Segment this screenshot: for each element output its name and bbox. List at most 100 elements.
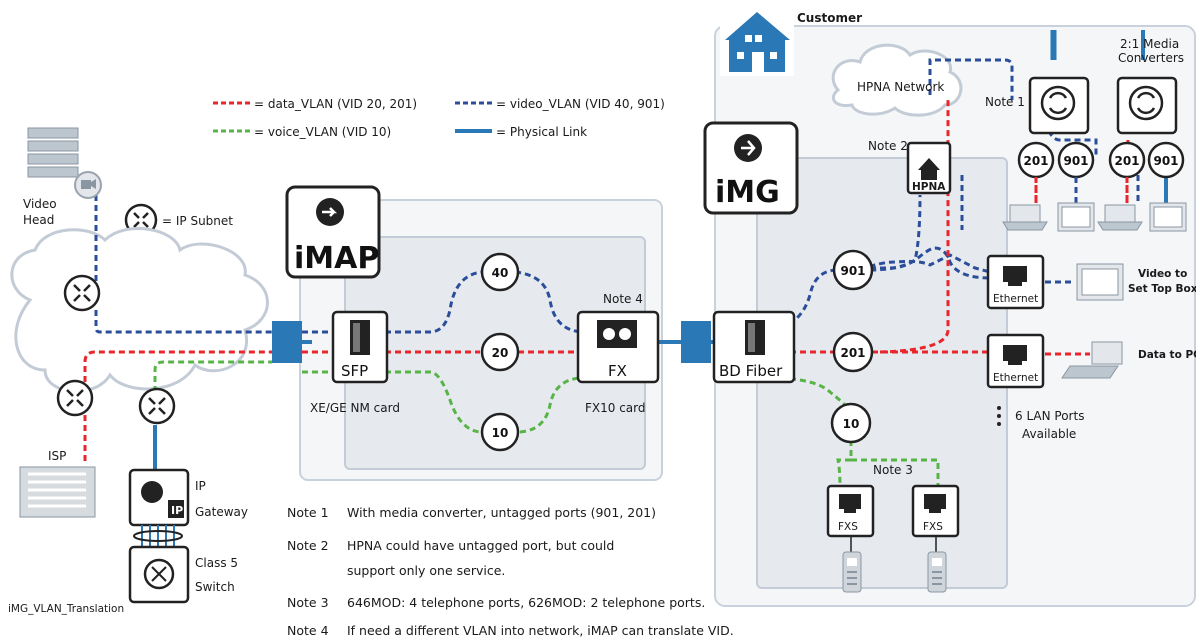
customer-house-icon [720,2,794,76]
pc-icon-1 [1002,204,1048,231]
lan-ports-label-1: 6 LAN Ports [1015,409,1084,423]
data-pc-label: Data to PC [1138,349,1196,361]
note-3-tag: Note 3 [287,595,329,610]
note-4-text: If need a different VLAN into network, i… [347,623,734,638]
img-label: iMG [715,175,780,210]
class5-label-2: Switch [195,580,235,594]
ethernet-label-2: Ethernet [993,372,1038,384]
media-conv-label-1: 2:1 Media [1120,37,1179,51]
media-conv-label-2: Converters [1118,51,1184,65]
legend-physical-label: = Physical Link [496,125,587,139]
ethernet-port-1: Ethernet [986,254,1045,310]
video-head-label-2: Head [23,213,54,227]
lan-ports-dots [997,406,1001,426]
ethernet-port-2: Ethernet [986,333,1045,389]
img-logo: iMG [703,121,799,215]
telephone-icon-1 [842,551,862,593]
note-2-tag: Note 2 [287,538,329,553]
ethernet-label-1: Ethernet [993,293,1038,305]
vid-901-mc1-circle: 901 [1057,141,1095,179]
bd-fiber-label: BD Fiber [719,362,783,380]
legend: = data_VLAN (VID 20, 201) = video_VLAN (… [124,97,665,237]
note-1-tag: Note 1 [287,505,329,520]
legend-data-label: = data_VLAN (VID 20, 201) [254,97,417,111]
video-stb-label-1: Video to [1138,268,1187,280]
telephone-icon-2 [927,551,947,593]
physical-link-mc1-top [1050,30,1057,60]
video-stb-label-2: Set Top Box [1128,283,1196,295]
note-2-text: HPNA could have untagged port, but could [347,538,614,553]
set-top-box-tv-icon [1076,263,1124,301]
vid-201-img-circle: 201 [832,331,874,373]
vid-40-circle: 40 [480,252,520,292]
router-icon-isp [56,379,94,417]
vid-201-mc2-label: 201 [1114,154,1139,168]
data-pc-icon [1061,341,1123,379]
router-icon-cloud-top [63,274,101,312]
legend-video-label: = video_VLAN (VID 40, 901) [496,97,665,111]
vid-901-mc2-circle: 901 [1147,141,1185,179]
isp-label: ISP [48,449,66,463]
physical-connector-left [272,321,302,363]
vid-901-mc2-label: 901 [1153,154,1178,168]
bd-fiber-card: BD Fiber [712,310,796,384]
ip-gateway-icon: IP [128,468,190,527]
fxs-phone-wires [850,536,937,552]
pc-icon-2 [1097,204,1143,231]
hpna-label: HPNA [912,181,946,193]
fxs-label-1: FXS [838,521,858,533]
diagram-id-label: iMG_VLAN_Translation [8,603,124,615]
media-converter-drops [1034,177,1129,205]
physical-connector-right [681,321,711,363]
vid-201-img-label: 201 [840,346,865,360]
isp-cloud [10,227,269,393]
tv-icon-2 [1149,202,1187,232]
class5-label-1: Class 5 [195,556,238,570]
note1-tag: Note 1 [985,95,1025,109]
vid-10-circle: 10 [480,412,520,452]
vid-40-label: 40 [492,266,509,280]
sfp-label: SFP [341,362,368,380]
vid-201-mc2-circle: 201 [1108,141,1146,179]
class5-switch-icon [128,545,190,604]
note4-tag: Note 4 [603,292,643,306]
router-icon-voice [138,387,176,425]
vid-201-mc1-label: 201 [1023,154,1048,168]
xe-card-label: XE/GE NM card [310,401,400,415]
hpna-network-label: HPNA Network [857,80,944,94]
imap-label: iMAP [294,241,379,276]
video-head-label-1: Video [23,197,57,211]
vid-20-circle: 20 [480,332,520,372]
note-3-text: 646MOD: 4 telephone ports, 626MOD: 2 tel… [347,595,705,610]
isp-building-icon [19,466,96,518]
vid-10-img-circle: 10 [830,402,872,444]
vid-20-label: 20 [492,346,509,360]
media-converter-1-icon [1028,76,1090,135]
sfp-card: SFP [331,310,389,384]
vid-10-label: 10 [492,426,509,440]
fxs-port-1: FXS [826,484,875,538]
vid-201-mc1-circle: 201 [1017,141,1055,179]
vid-901-img-circle: 901 [832,249,874,291]
video-head-server-icon [27,127,102,199]
fx-card: FX [576,310,660,384]
note-4-tag: Note 4 [287,623,329,638]
tv-icon-1 [1057,202,1095,232]
legend-voice-label: = voice_VLAN (VID 10) [254,125,391,139]
media-converter-2-icon [1116,76,1178,135]
fxs-port-2: FXS [911,484,960,538]
imap-logo: iMAP [285,185,381,279]
customer-label: Customer [797,11,862,25]
notes-block: Note 1 With media converter, untagged po… [287,505,734,638]
legend-subnet-label: = IP Subnet [162,214,233,228]
video-vlan-paths [94,58,1140,334]
svg-text:IP: IP [171,504,183,517]
fx-label: FX [608,362,627,380]
note-1-text: With media converter, untagged ports (90… [347,505,656,520]
lan-ports-label-2: Available [1022,427,1076,441]
note-2-text-cont: support only one service. [347,563,505,578]
ip-gateway-label-2: Gateway [195,505,248,519]
vid-901-mc1-label: 901 [1063,154,1088,168]
note3-tag: Note 3 [873,463,913,477]
